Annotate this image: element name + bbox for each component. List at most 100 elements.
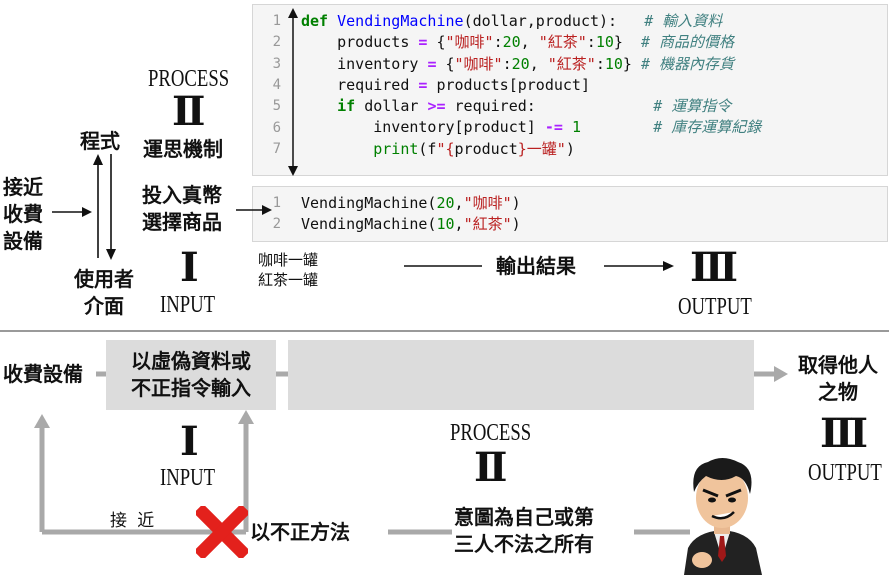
code-token: "咖啡" — [463, 194, 512, 212]
code-token: "{ — [436, 139, 455, 158]
process-numeral-bottom: II — [474, 444, 507, 491]
line-number: 2 — [272, 216, 281, 233]
approach-label: 接近 收費 設備 — [3, 175, 43, 253]
code-token: 10 — [595, 33, 614, 52]
line-number: 4 — [272, 76, 281, 93]
code-token: # 商品的價格 — [640, 33, 735, 52]
code-line: inventory[product] -= 1 # 庫存運算紀錄 — [301, 117, 761, 138]
code-line: if dollar >= required: # 運算指令 — [301, 96, 761, 117]
red-cross-icon — [196, 506, 248, 558]
code-token: "紅茶" — [538, 33, 587, 52]
code-token: 10 — [436, 215, 455, 234]
code-token: = — [418, 75, 428, 94]
input-word-bottom: INPUT — [160, 465, 216, 491]
code-token: "紅茶" — [463, 215, 512, 234]
code-line: VendingMachine(10,"紅茶") — [301, 214, 521, 235]
code-token: # 庫存運算紀錄 — [653, 118, 762, 137]
code-token: } — [622, 54, 641, 73]
code-token: , — [529, 54, 548, 73]
code-token: def — [301, 12, 329, 30]
arrow-right-result — [604, 261, 674, 271]
code-line: def VendingMachine(dollar,product): # 輸入… — [301, 11, 761, 32]
line-number: 1 — [272, 13, 281, 29]
user-interface-label: 使用者 介面 — [74, 267, 134, 318]
program-label: 程式 — [80, 129, 120, 153]
code-token: : — [586, 33, 596, 52]
code-token: ) — [511, 215, 521, 234]
code-token: # 運算指令 — [653, 97, 732, 116]
code-token: , — [520, 33, 539, 52]
process-word-bottom: PROCESS — [450, 420, 532, 446]
unjust-method-label: 以不正方法 — [250, 520, 350, 544]
code-token: { — [427, 33, 446, 52]
line-number: 5 — [272, 98, 281, 115]
output-numeral: III — [690, 244, 738, 291]
fake-input-label: 以虛偽資料或 不正指令輸入 — [131, 349, 251, 400]
villain-cartoon-icon — [684, 458, 762, 575]
arrow-right-input — [236, 205, 272, 215]
code-token: = — [427, 54, 437, 73]
line-result-left — [404, 265, 482, 267]
code-token: : — [502, 54, 512, 73]
code-token: # 機器內存貨 — [640, 54, 735, 73]
code-token: 20 — [511, 54, 530, 73]
code-token: VendingMachine( — [301, 215, 437, 234]
input-numeral: I — [180, 244, 199, 291]
code-token: }一罐" — [517, 139, 566, 158]
code-token: products[product] — [427, 75, 590, 94]
code-token: -= — [544, 118, 563, 137]
arrow-right-approach — [52, 207, 92, 217]
code-token: "咖啡" — [454, 54, 503, 73]
code-token: required — [301, 75, 419, 94]
code-token: VendingMachine — [337, 12, 464, 30]
code-token: (dollar,product): — [463, 12, 645, 30]
code-token: "咖啡" — [445, 33, 494, 52]
input-word: INPUT — [160, 292, 216, 318]
code-token: >= — [427, 97, 446, 116]
process-numeral: II — [172, 88, 205, 135]
code-token: : — [595, 54, 605, 73]
code-token: VendingMachine( — [301, 194, 437, 212]
code-token: ) — [511, 194, 521, 212]
code-token: product — [454, 139, 518, 158]
code-line: products = {"咖啡":20, "紅茶":10} # 商品的價格 — [301, 32, 761, 53]
code-token: 20 — [436, 194, 455, 212]
section-divider — [0, 330, 889, 332]
device-label: 收費設備 — [3, 362, 83, 386]
output-numeral-bottom: III — [820, 410, 868, 457]
output-line: 紅茶一罐 — [258, 271, 319, 289]
code-token: { — [436, 54, 455, 73]
code-token: required: — [445, 97, 654, 116]
process-word: PROCESS — [148, 66, 230, 92]
code-line: required = products[product] — [301, 75, 761, 96]
function-code: def VendingMachine(dollar,product): # 輸入… — [301, 11, 761, 160]
fake-input-box — [106, 340, 276, 410]
code-token: , — [454, 215, 464, 234]
scroll-arrow-vertical — [288, 8, 298, 176]
code-token: dollar — [355, 97, 428, 116]
code-token: (f — [418, 139, 437, 158]
code-token: : — [493, 33, 503, 52]
obtain-label: 取得他人 之物 — [798, 353, 878, 404]
line-number: 1 — [272, 195, 281, 211]
approach-small-label: 接 近 — [110, 511, 155, 531]
code-token: products — [301, 33, 419, 52]
process-box — [288, 340, 754, 410]
code-token: 1 — [571, 118, 581, 137]
code-line: VendingMachine(20,"咖啡") — [301, 193, 521, 214]
line-number: 6 — [272, 119, 281, 136]
code-token: inventory[product] — [301, 118, 545, 137]
code-token: = — [418, 33, 428, 52]
code-token: ) — [565, 139, 575, 158]
code-line: print(f"{product}一罐") — [301, 139, 761, 160]
call-code: VendingMachine(20,"咖啡")VendingMachine(10… — [301, 193, 521, 236]
line-number: 3 — [272, 55, 281, 72]
bidirectional-arrows — [93, 154, 116, 260]
code-token: print — [373, 139, 419, 158]
output-word: OUTPUT — [678, 294, 752, 320]
code-token: "紅茶" — [547, 54, 596, 73]
output-line: 咖啡一罐 — [258, 251, 319, 269]
code-token: 10 — [604, 54, 623, 73]
input-label: 投入真幣 選擇商品 — [142, 183, 222, 234]
